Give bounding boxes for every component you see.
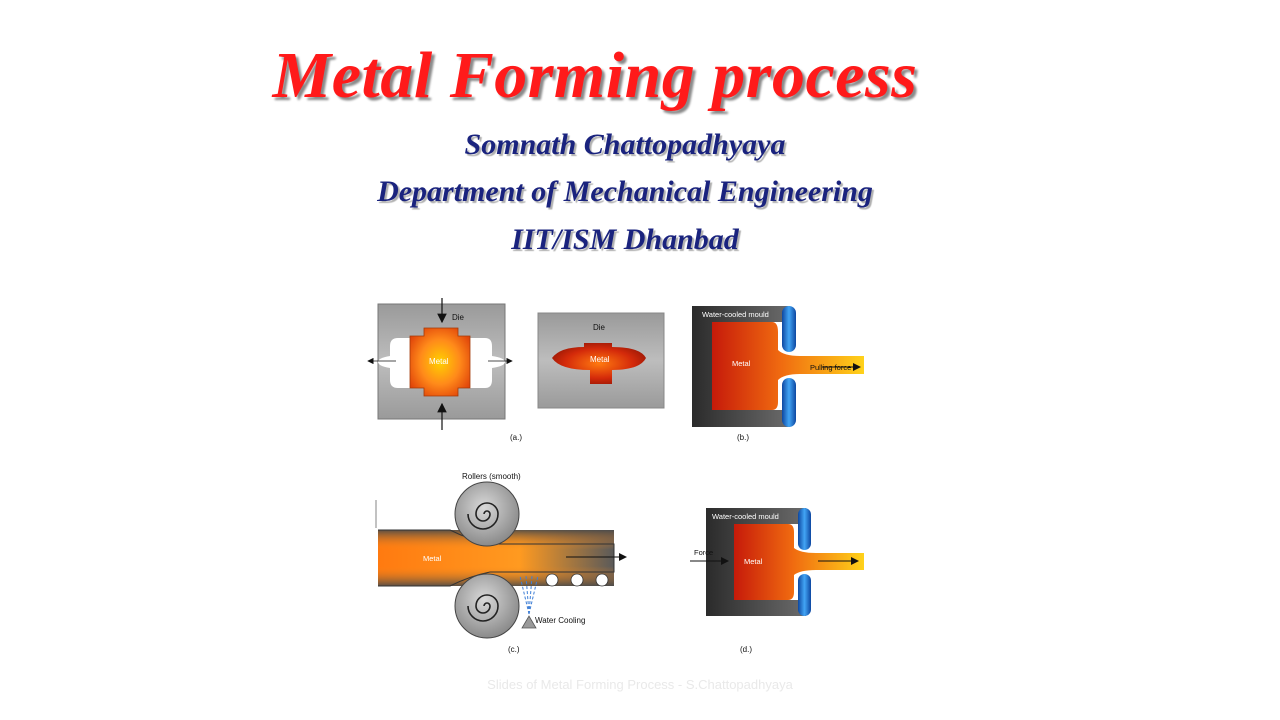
figure-b-caption: (b.) xyxy=(737,433,749,442)
figure-c-rolling: Rollers (smooth) Metal Water Cooling xyxy=(375,472,627,639)
figure-a-forging-closed: Die Metal xyxy=(537,312,665,409)
figure-a-caption: (a.) xyxy=(510,433,522,442)
figure-c-rollers-label: Rollers (smooth) xyxy=(462,472,521,481)
figure-a-die-label: Die xyxy=(452,313,465,322)
figure-c-metal-label: Metal xyxy=(423,554,442,563)
figure-d-caption: (d.) xyxy=(740,645,752,654)
figure-b-metal-label: Metal xyxy=(732,359,751,368)
support-roller-icon xyxy=(595,573,609,587)
top-roller-icon xyxy=(454,481,520,547)
figure-a-metal-label: Metal xyxy=(429,357,449,366)
slide-footer: Slides of Metal Forming Process - S.Chat… xyxy=(487,677,793,692)
figure-a-metal-label-2: Metal xyxy=(590,355,610,364)
figure-b-mould-label: Water-cooled mould xyxy=(702,310,769,319)
slide-title: Metal Forming process xyxy=(272,39,918,112)
figure-a-forging-open: Die Metal xyxy=(367,298,513,430)
support-roller-icon xyxy=(570,573,584,587)
department-name: Department of Mechanical Engineering xyxy=(377,175,873,208)
figure-a-die-label-2: Die xyxy=(593,323,606,332)
bottom-roller-icon xyxy=(454,573,520,639)
institute-name: IIT/ISM Dhanbad xyxy=(511,223,739,256)
figure-b-force-label: Pulling force xyxy=(810,363,851,372)
figure-d-metal-label: Metal xyxy=(744,557,763,566)
figure-d-casting-force: Water-cooled mould Force Metal xyxy=(690,508,864,616)
author-name: Somnath Chattopadhyaya xyxy=(464,128,786,161)
support-roller-icon xyxy=(545,573,559,587)
figure-c-caption: (c.) xyxy=(508,645,520,654)
figure-d-force-label: Force xyxy=(694,548,713,557)
water-spray-icon xyxy=(519,575,539,629)
figure-c-cooling-label: Water Cooling xyxy=(535,616,585,625)
figure-b-casting-pull: Water-cooled mould Metal Pulling force xyxy=(692,306,864,427)
figure-d-mould-label: Water-cooled mould xyxy=(712,512,779,521)
